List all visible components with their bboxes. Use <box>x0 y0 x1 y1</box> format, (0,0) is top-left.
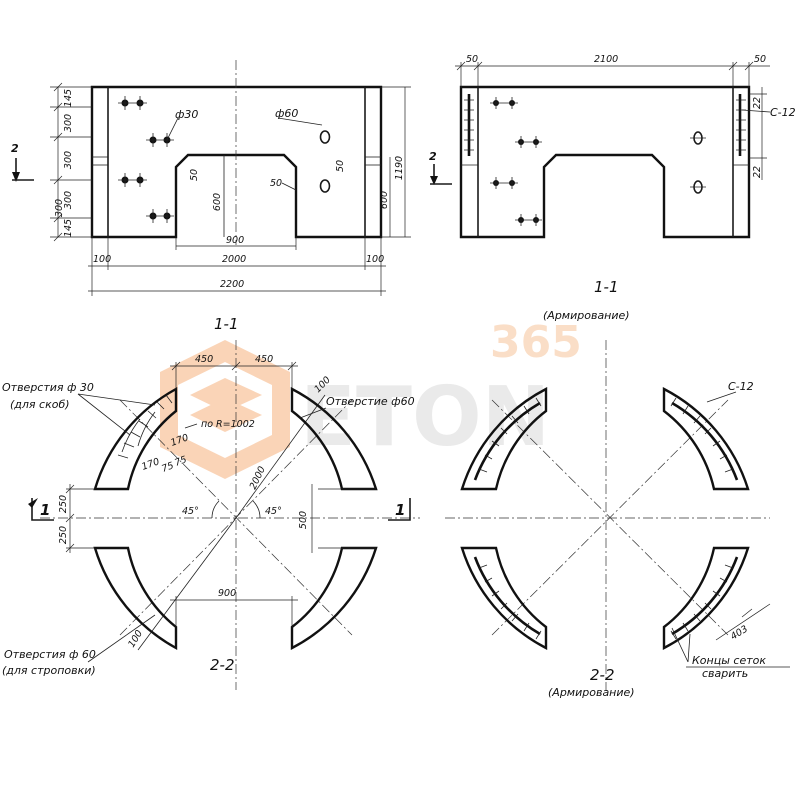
hole-label-30: ф30 <box>175 108 198 121</box>
angle-45-right: 45° <box>265 506 282 517</box>
dim-900-top: 900 <box>226 235 244 246</box>
view-bottom-right: С-12 403 Концы сеток сварить 2-2 (Армиро… <box>445 340 790 699</box>
rebar-label-c12-plan: С-12 <box>728 380 754 393</box>
title-2-2: 2-2 <box>210 656 235 674</box>
holes-60 <box>319 130 331 193</box>
dim-left-5: 145 <box>63 219 74 237</box>
dim-right-1190: 1190 <box>394 156 405 180</box>
panel-outline-reinforced <box>459 85 751 239</box>
hole-label-60: ф60 <box>275 107 298 120</box>
label-holes-30-purpose: (для скоб) <box>10 398 70 411</box>
view-bottom-left: 1-1 450 450 Отверстия ф 3 <box>2 315 420 690</box>
dim-22-b: 22 <box>752 166 763 178</box>
dim-left-4: 300 <box>63 191 74 209</box>
dim-2200: 2200 <box>220 279 244 290</box>
dim-50-c: 50 <box>335 160 346 172</box>
dim-403: 403 <box>729 624 750 643</box>
view-top-right: 50 2100 50 22 22 С-12 2 1-1 (Армирование… <box>429 54 796 322</box>
dim-100-left: 100 <box>93 254 111 265</box>
dim-2100: 2100 <box>594 54 618 65</box>
dim-50-b: 50 <box>270 178 282 189</box>
title-reinforcement-bottom: (Армирование) <box>548 686 635 699</box>
label-holes-60-purpose: (для строповки) <box>2 664 96 677</box>
ring-segment-bottom-right <box>290 546 378 650</box>
title-2-2-reinforcement: 2-2 <box>590 666 615 684</box>
dim-left-2: 300 <box>63 114 74 132</box>
dim-100-right: 100 <box>366 254 384 265</box>
ring-segment-bottom-left <box>93 546 178 651</box>
title-1-1-reinforcement: 1-1 <box>594 278 619 296</box>
dim-500: 500 <box>298 511 309 529</box>
dim-2000-top: 2000 <box>222 254 246 265</box>
svg-text:1: 1 <box>395 501 405 519</box>
ring-segment-reinforced-bottom-right <box>662 546 750 650</box>
title-reinforcement-top: (Армирование) <box>543 309 630 322</box>
dim-250-b: 250 <box>58 526 69 544</box>
watermark-logo-icon <box>160 340 290 479</box>
ring-segment-reinforced-top-right <box>662 387 750 491</box>
section-mark-2-right: 2 <box>429 150 437 163</box>
dim-250-a: 250 <box>58 495 69 513</box>
view-top-left: ф30 ф60 145 300 300 300 145 300 2 1190 6… <box>11 60 411 296</box>
label-holes-30: Отверстия ф 30 <box>2 381 94 394</box>
dim-22-a: 22 <box>752 97 763 109</box>
dim-100-bottom-plan: 100 <box>126 628 145 649</box>
ring-segment-reinforced-bottom-left <box>460 546 548 650</box>
dim-50-a: 50 <box>189 169 200 181</box>
watermark: 365 ETON <box>160 317 582 479</box>
section-mark-2-left: 2 <box>11 142 19 155</box>
dim-450-right: 450 <box>255 354 273 365</box>
dim-900-plan: 900 <box>218 588 236 599</box>
dim-600: 600 <box>212 193 223 211</box>
watermark-word: ETON <box>300 370 550 465</box>
rebar-label-c12-top: С-12 <box>770 106 796 119</box>
label-radius: по R=1002 <box>201 419 255 430</box>
dim-170-b: 170 <box>140 456 161 473</box>
dim-right-600: 600 <box>379 191 390 209</box>
dim-left-3: 300 <box>63 151 74 169</box>
label-hole-60: Отверстие ф60 <box>326 395 415 408</box>
dim-75-a: 75 <box>160 460 175 474</box>
panel-outline <box>90 85 383 239</box>
title-1-1: 1-1 <box>214 315 239 333</box>
note-mesh-ends: Концы сеток <box>692 654 766 667</box>
holes-30-right-view <box>490 97 542 226</box>
angle-45-left: 45° <box>182 506 199 517</box>
section-mark-1-right: 1 <box>388 498 411 521</box>
svg-text:1: 1 <box>40 501 50 519</box>
note-weld: сварить <box>702 667 748 680</box>
section-mark-1-left: 1 <box>28 498 54 521</box>
dim-left-1: 145 <box>63 89 74 107</box>
holes-30 <box>118 96 174 223</box>
watermark-number: 365 <box>490 317 582 368</box>
dim-left-6: 300 <box>54 199 65 217</box>
ring-segment-top-left <box>93 386 178 491</box>
dim-50-left-top: 50 <box>466 54 478 65</box>
dim-50-right-top: 50 <box>754 54 766 65</box>
holes-60-right-view <box>690 131 706 194</box>
dim-450-left: 450 <box>195 354 213 365</box>
dim-75-b: 75 <box>173 454 188 468</box>
ring-segment-reinforced-top-left <box>460 387 548 491</box>
label-holes-60: Отверстия ф 60 <box>4 648 96 661</box>
